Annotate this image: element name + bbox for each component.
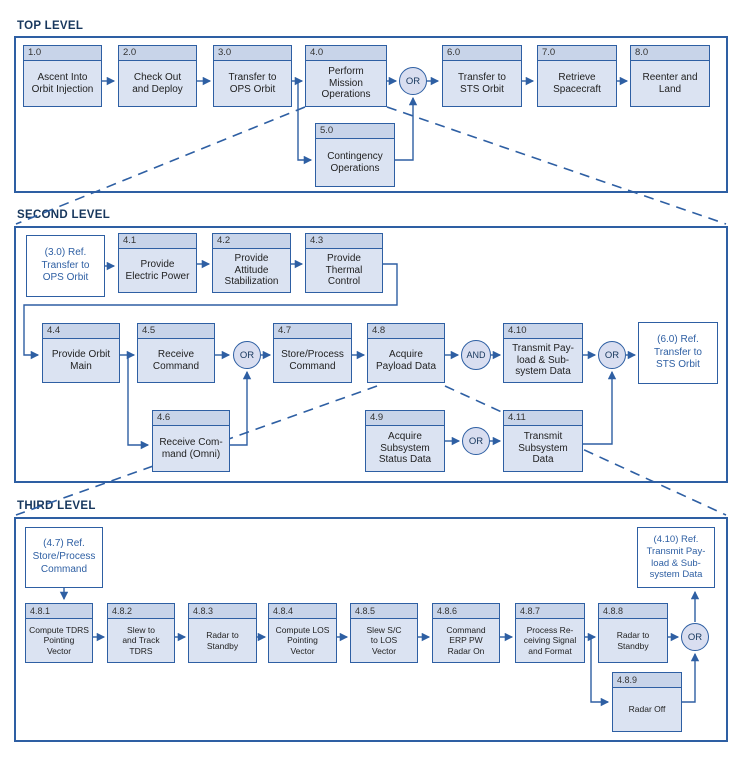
function-box-4-9: 4.9 Acquire Subsystem Status Data [365,410,445,472]
function-box-4-2: 4.2 Provide Attitude Stabilization [212,233,291,293]
and-gate: AND [461,340,491,370]
ref-box-4-7: (4.7) Ref. Store/Process Command [25,527,103,588]
function-box-4-0: 4.0 Perform Mission Operations [305,45,387,107]
box-number: 3.0 [214,46,291,61]
function-box-8-0: 8.0 Reenter and Land [630,45,710,107]
box-number: 4.5 [138,324,214,339]
box-number: 4.11 [504,411,582,426]
box-number: 4.2 [213,234,290,249]
box-label: Compute LOS Pointing Vector [275,624,330,656]
function-box-4-7: 4.7 Store/Process Command [273,323,352,383]
box-number: 4.9 [366,411,444,426]
box-label: Slew S/C to LOS Vector [366,624,402,656]
function-box-1-0: 1.0 Ascent Into Orbit Injection [23,45,102,107]
function-box-4-8: 4.8 Acquire Payload Data [367,323,445,383]
top-level-frame [14,36,728,193]
box-label: Ascent Into Orbit Injection [31,71,94,95]
function-box-4-8-6: 4.8.6 Command ERP PW Radar On [432,603,500,663]
or-gate: OR [598,341,626,369]
box-number: 4.1 [119,234,196,249]
box-number: 4.8.8 [599,604,667,619]
box-label: Slew to and Track TDRS [122,624,160,656]
box-label: Process Re- ceiving Signal and Format [523,624,577,656]
box-number: 4.6 [153,411,229,426]
ref-box-3-0: (3.0) Ref. Transfer to OPS Orbit [26,235,105,297]
box-number: 4.3 [306,234,382,249]
box-label: Acquire Subsystem Status Data [378,430,432,466]
box-label: Perform Mission Operations [321,65,371,101]
or-gate: OR [462,427,490,455]
box-label: Compute TDRS Pointing Vector [29,624,89,656]
box-number: 4.8.4 [269,604,336,619]
box-number: 7.0 [538,46,616,61]
box-label: Retrieve Spacecraft [553,71,601,95]
ref-box-6-0: (6.0) Ref. Transfer to STS Orbit [638,322,718,384]
box-number: 4.8.7 [516,604,584,619]
box-number: 4.4 [43,324,119,339]
box-label: Transfer to STS Orbit [458,71,506,95]
box-label: Transmit Subsystem Data [518,430,568,466]
box-number: 8.0 [631,46,709,61]
box-number: 4.8.6 [433,604,499,619]
or-gate: OR [233,341,261,369]
function-box-7-0: 7.0 Retrieve Spacecraft [537,45,617,107]
function-box-6-0: 6.0 Transfer to STS Orbit [442,45,522,107]
box-number: 4.8.2 [108,604,174,619]
function-box-4-4: 4.4 Provide Orbit Main [42,323,120,383]
top-level-label: TOP LEVEL [17,20,84,32]
function-box-3-0: 3.0 Transfer to OPS Orbit [213,45,292,107]
box-number: 4.8.5 [351,604,417,619]
function-box-4-8-3: 4.8.3 Radar to Standby [188,603,257,663]
box-number: 4.0 [306,46,386,61]
box-label: Command ERP PW Radar On [446,624,486,656]
third-level-frame [14,517,728,742]
box-label: Radar Off [628,704,666,715]
function-box-4-8-1: 4.8.1 Compute TDRS Pointing Vector [25,603,93,663]
function-box-4-8-9: 4.8.9 Radar Off [612,672,682,732]
function-box-4-3: 4.3 Provide Thermal Control [305,233,383,293]
box-label: Provide Attitude Stabilization [224,252,279,288]
function-box-4-8-2: 4.8.2 Slew to and Track TDRS [107,603,175,663]
box-label: Receive Com- mand (Omni) [159,436,223,460]
box-label: Transfer to OPS Orbit [228,71,277,95]
function-box-5-0: 5.0 Contingency Operations [315,123,395,187]
box-label: Receive Command [152,348,200,372]
function-box-4-10: 4.10 Transmit Pay- load & Sub- system Da… [503,323,583,383]
box-label: Radar to Standby [206,630,239,651]
function-box-4-6: 4.6 Receive Com- mand (Omni) [152,410,230,472]
box-label: Provide Orbit Main [51,348,111,372]
function-box-4-8-8: 4.8.8 Radar to Standby [598,603,668,663]
box-number: 4.8.3 [189,604,256,619]
function-box-4-8-5: 4.8.5 Slew S/C to LOS Vector [350,603,418,663]
second-level-label: SECOND LEVEL [17,209,111,221]
box-label: Provide Electric Power [125,258,190,282]
box-label: Acquire Payload Data [375,348,437,372]
box-number: 5.0 [316,124,394,139]
box-number: 4.8 [368,324,444,339]
box-number: 4.8.1 [26,604,92,619]
box-number: 4.7 [274,324,351,339]
box-label: Radar to Standby [616,630,650,651]
function-box-4-1: 4.1 Provide Electric Power [118,233,197,293]
box-number: 4.10 [504,324,582,339]
or-gate: OR [681,623,709,651]
box-label: Reenter and Land [642,71,698,95]
box-label: Contingency Operations [327,150,383,174]
box-number: 6.0 [443,46,521,61]
third-level-label: THIRD LEVEL [17,500,96,512]
box-label: Store/Process Command [281,348,344,372]
function-box-2-0: 2.0 Check Out and Deploy [118,45,197,107]
function-box-4-5: 4.5 Receive Command [137,323,215,383]
box-number: 2.0 [119,46,196,61]
box-number: 4.8.9 [613,673,681,688]
function-box-4-11: 4.11 Transmit Subsystem Data [503,410,583,472]
box-label: Provide Thermal Control [325,252,363,288]
box-number: 1.0 [24,46,101,61]
box-label: Check Out and Deploy [132,71,183,95]
box-label: Transmit Pay- load & Sub- system Data [512,342,574,378]
function-box-4-8-4: 4.8.4 Compute LOS Pointing Vector [268,603,337,663]
function-box-4-8-7: 4.8.7 Process Re- ceiving Signal and For… [515,603,585,663]
ref-box-4-10: (4.10) Ref. Transmit Pay- load & Sub- sy… [637,527,715,588]
or-gate: OR [399,67,427,95]
